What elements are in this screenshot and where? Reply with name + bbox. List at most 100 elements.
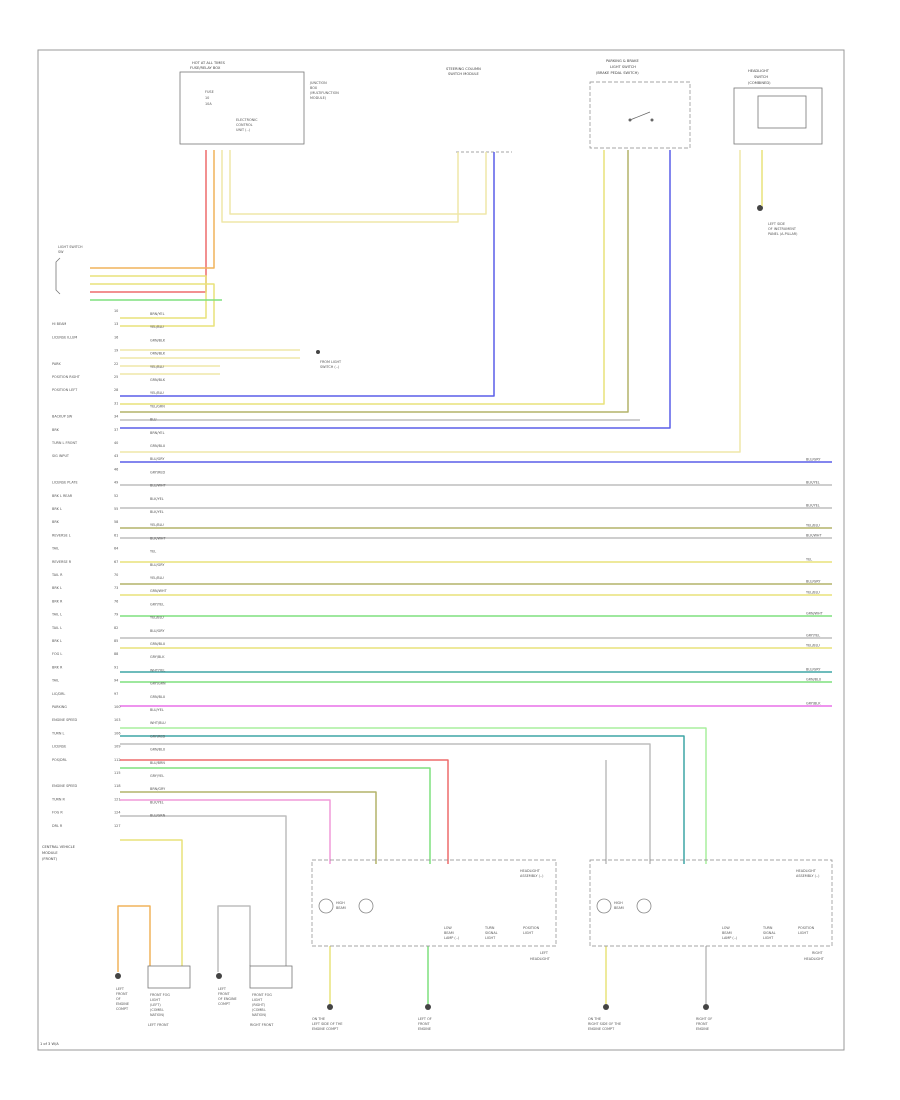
pin-number: 49	[114, 481, 118, 485]
footer-code: 1 of 3 W/A	[40, 1042, 59, 1046]
wire-code: GRN/BLU	[150, 695, 166, 699]
wires-layer	[90, 150, 832, 1004]
cm-label-3: (FRONT)	[42, 857, 58, 861]
pin-number: 46	[114, 467, 118, 471]
pin-number: 112	[114, 758, 120, 762]
pin-number: 34	[114, 415, 118, 419]
hs-title-3: (COMBINED)	[748, 81, 771, 85]
pin-number: 82	[114, 626, 118, 630]
wire-code: BLU/WHT	[150, 484, 167, 488]
ls-label-2: SW	[58, 250, 64, 254]
right-wire-code: BLU/GRY	[806, 458, 821, 462]
wire-red-lh	[120, 759, 449, 864]
fuse-label: FUSE	[205, 90, 214, 94]
pin-number: 100	[114, 705, 120, 709]
right-wire-code: GRY/BLK	[806, 702, 821, 706]
pin-number: 40	[114, 441, 118, 445]
pin-label: HI BEAM	[52, 322, 66, 326]
ecu-label-2: CONTROL	[236, 123, 253, 127]
pin-label: REVERSE L	[52, 533, 71, 537]
rh-parts2-2: SIGNAL	[763, 931, 776, 935]
pin-number: 118	[114, 784, 120, 788]
pin-label: TAIL	[51, 679, 59, 683]
wire-code: GRN/WHT	[150, 589, 168, 593]
bg2-1: ON THE	[312, 1017, 325, 1021]
pin-number: 124	[114, 811, 120, 815]
pin-number: 22	[114, 362, 118, 366]
cm-label-2: MODULE	[42, 851, 58, 855]
ground-symbol	[603, 1004, 609, 1010]
ffr-5: NATION)	[252, 1013, 267, 1017]
wire-code: YEL/BLU	[150, 325, 164, 329]
pin-number: 91	[114, 665, 118, 669]
bg1-1: LEFT	[218, 987, 227, 991]
wire-code: GRN/BLU	[150, 748, 166, 752]
pin-label: BRK	[52, 520, 60, 524]
fuse-amp: 10A	[205, 102, 212, 106]
wire-code: YEL/BLU	[150, 576, 164, 580]
pin-label: FOG R	[52, 811, 63, 815]
bg4-2: RIGHT SIDE OF THE	[588, 1022, 621, 1026]
pin-number: 94	[114, 679, 118, 683]
wire-codes-layer: BRN/YELYEL/BLUGRN/BLKORN/BLKYEL/BLUGRN/B…	[150, 312, 168, 818]
wire-code: BLK/YEL	[150, 510, 164, 514]
ffr-2: LIGHT	[252, 998, 263, 1002]
pin-number: 37	[114, 428, 118, 432]
wire-pink-lh	[120, 799, 331, 864]
ffl-4: (COMBI-	[150, 1008, 165, 1012]
wire-yellow-brake	[120, 150, 605, 405]
lh-parts-2: BEAM	[444, 931, 454, 935]
ground-top-right: LEFT SIDE OF INSTRUMENT PANEL (A-PILLAR)	[757, 205, 798, 236]
lh-inner-2: BEAM	[336, 906, 346, 910]
pbs-title-2: LIGHT SWITCH	[610, 65, 636, 69]
pin-label: LICENSE	[52, 745, 66, 749]
wire-green-lh	[120, 767, 431, 864]
bg2-2: LEFT SIDE OF THE	[312, 1022, 343, 1026]
ecu-label-3: UNIT (..)	[236, 128, 251, 132]
wire-olive-lh	[120, 791, 377, 864]
right-wire-code: BLK/YEL	[806, 504, 820, 508]
bottom-grounds: LEFT FRONT OF ENGINE COMPT LEFT FRONT OF…	[115, 973, 712, 1031]
pin-label: TURN L	[51, 731, 65, 735]
wire-fog-l-gnd	[117, 905, 151, 972]
pin-number: 109	[114, 745, 120, 749]
pin-label: LICENSE ILLUM	[52, 335, 77, 339]
pin-number: 76	[114, 599, 118, 603]
ffr-3: (RIGHT)	[252, 1003, 266, 1007]
pin-number: 16	[114, 335, 118, 339]
ecu-label-1: ELECTRONIC	[236, 118, 258, 122]
rh-parts-3: LAMP (..)	[722, 936, 738, 940]
rh-side-1: RIGHT	[812, 951, 824, 955]
g-top-right-2: OF INSTRUMENT	[768, 227, 797, 231]
fuse-num: 10	[205, 96, 209, 100]
wire-code: BLK/YEL	[150, 497, 164, 501]
left-headlight-assembly: HEADLIGHT ASSEMBLY (..) LOW BEAM LAMP (.…	[311, 859, 557, 961]
right-wire-code: YEL/BLU	[806, 591, 820, 595]
bg5-1: RIGHT OF	[696, 1017, 712, 1021]
diagram-frame	[37, 49, 845, 1051]
steering-column-switch: STEERING COLUMN SWITCH MODULE	[446, 67, 512, 153]
wire-code: BLU/GRY	[150, 629, 165, 633]
lh-parts2-3: LIGHT	[485, 936, 496, 940]
wire-code: BLU/GRY	[150, 457, 165, 461]
wire-blue-top	[120, 152, 495, 397]
bg0-1: LEFT	[116, 987, 125, 991]
lh-side-1: LEFT	[540, 951, 549, 955]
ls-label-1: LIGHT SWITCH	[58, 245, 83, 249]
ground-symbol	[216, 973, 222, 979]
bg5-3: ENGINE	[696, 1027, 709, 1031]
right-wire-code: BLU/GRY	[806, 580, 821, 584]
pin-number: 73	[114, 586, 118, 590]
ground-symbol	[703, 1004, 709, 1010]
hs-title-2: SWITCH	[754, 75, 768, 79]
wire-fog-r	[120, 735, 685, 864]
lh-parts-1: LOW	[444, 926, 452, 930]
ground-symbol	[425, 1004, 431, 1010]
pin-label: BRK	[52, 428, 60, 432]
lh-parts2-1: TURN	[484, 926, 495, 930]
wire-code: GRY/RED	[150, 470, 165, 474]
wire-code: WHT/YEL	[150, 668, 165, 672]
right-wire-code: YEL	[806, 558, 812, 562]
